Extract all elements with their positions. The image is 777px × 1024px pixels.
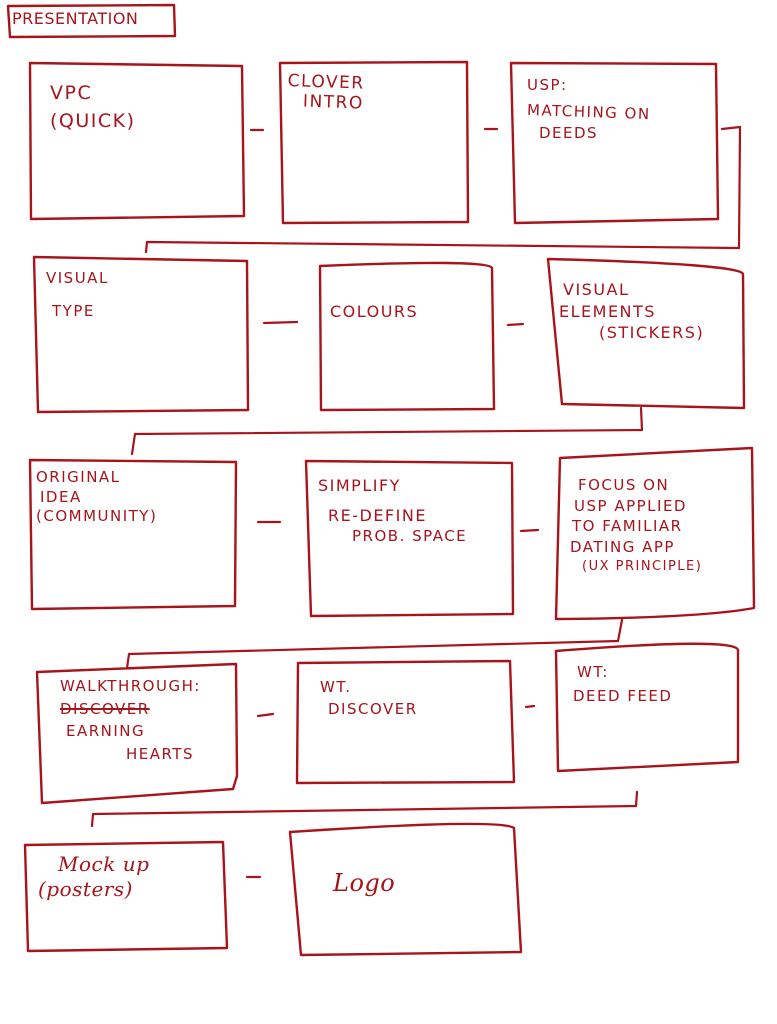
slide-walkthrough-struck: DISCOVER [60, 699, 150, 718]
page-title: PRESENTATION [12, 9, 139, 28]
box-usp [509, 61, 720, 225]
slide-visual-elements-line1: VISUAL [563, 280, 630, 299]
row-connector [125, 618, 624, 670]
slide-logo: Logo [333, 866, 395, 901]
slide-wt-discover: WT. DISCOVER [320, 677, 418, 721]
slide-wt-deed-feed: WT: DEED FEED [573, 660, 672, 708]
box-walkthrough [35, 662, 239, 805]
slide-simplify-line1: SIMPLIFY [318, 476, 401, 495]
slide-mockup-line1: Mock up [58, 852, 150, 876]
slide-visual-type-line2: TYPE [52, 302, 95, 320]
slide-original-idea-line3: (COMMUNITY) [36, 507, 158, 525]
box-logo [288, 822, 523, 957]
slide-wt-deed-feed-line2: DEED FEED [573, 687, 673, 705]
row-connector [144, 125, 742, 254]
connector-dash [262, 320, 299, 325]
slide-wt-discover-line1: WT. [320, 678, 352, 696]
box-clover-intro [278, 60, 470, 225]
slide-walkthrough-line3: EARNING [66, 722, 146, 740]
slide-mockup-line2: (posters) [38, 877, 133, 901]
box-focus-usp [554, 446, 756, 621]
slide-vpc-title: VPC [50, 82, 93, 104]
slide-usp: USP: MATCHING ON DEEDS [527, 75, 651, 144]
slide-colours-line1: COLOURS [330, 302, 419, 321]
title-frame [6, 3, 177, 39]
slide-usp-title: USP: [527, 76, 568, 94]
slide-wt-discover-line2: DISCOVER [328, 699, 418, 718]
slide-focus-usp-line2: USP APPLIED [574, 496, 687, 515]
slide-focus-usp: FOCUS ON USP APPLIED TO FAMILIAR DATING … [570, 475, 702, 576]
slide-vpc-note: (QUICK) [50, 109, 136, 132]
connector-dash [256, 712, 275, 718]
slide-visual-elements-line3: (STICKERS) [599, 323, 705, 343]
box-original-idea [28, 458, 238, 611]
slide-vpc: VPC (QUICK) [50, 80, 136, 135]
row-connector [90, 790, 639, 828]
connector-dash [524, 704, 536, 709]
slide-clover-intro: CLOVER INTRO [287, 71, 365, 114]
slide-logo-line1: Logo [333, 869, 396, 897]
slide-usp-line2: MATCHING ON [526, 100, 651, 124]
box-colours [318, 261, 496, 412]
slide-usp-line3: DEEDS [539, 124, 599, 142]
slide-focus-usp-line4: DATING APP [570, 538, 675, 557]
box-vpc [28, 61, 246, 221]
box-wt-deed-feed [554, 642, 740, 773]
slide-focus-usp-line3: TO FAMILIAR [572, 517, 683, 536]
slide-original-idea: ORIGINAL IDEA (COMMUNITY) [36, 468, 157, 527]
box-mockup [23, 840, 229, 953]
connector-dash [519, 528, 540, 533]
slide-visual-elements-line2: ELEMENTS [559, 301, 656, 321]
connector-dash [506, 322, 525, 327]
slide-clover-intro-line2: INTRO [302, 91, 365, 114]
slide-focus-usp-line5: (UX PRINCIPLE) [582, 558, 703, 574]
slide-simplify-line2: RE-DEFINE [328, 505, 427, 525]
box-wt-discover [295, 659, 516, 785]
box-visual-type [32, 255, 250, 414]
slide-visual-type-line1: VISUAL [46, 269, 109, 287]
slide-colours: COLOURS [330, 300, 418, 323]
slide-original-idea-line2: IDEA [40, 487, 82, 506]
slide-visual-elements: VISUAL ELEMENTS (STICKERS) [559, 279, 704, 344]
slide-simplify: SIMPLIFY RE-DEFINE PROB. SPACE [318, 475, 467, 546]
slide-walkthrough: WALKTHROUGH: DISCOVER EARNING HEARTS [60, 675, 201, 765]
box-simplify [304, 459, 515, 618]
slide-wt-deed-feed-line1: WT: [577, 663, 609, 681]
slide-clover-intro-line1: CLOVER [287, 71, 365, 94]
slide-walkthrough-line1: WALKTHROUGH: [60, 677, 201, 695]
slide-original-idea-line1: ORIGINAL [36, 468, 121, 486]
slide-walkthrough-line4: HEARTS [126, 744, 195, 763]
slide-mockup: Mock up (posters) [38, 852, 150, 902]
slide-visual-type: VISUAL TYPE [46, 262, 109, 328]
box-visual-elements [546, 257, 746, 410]
row-connector [130, 406, 644, 456]
slide-simplify-line3: PROB. SPACE [352, 527, 468, 546]
slide-focus-usp-line1: FOCUS ON [578, 476, 670, 494]
